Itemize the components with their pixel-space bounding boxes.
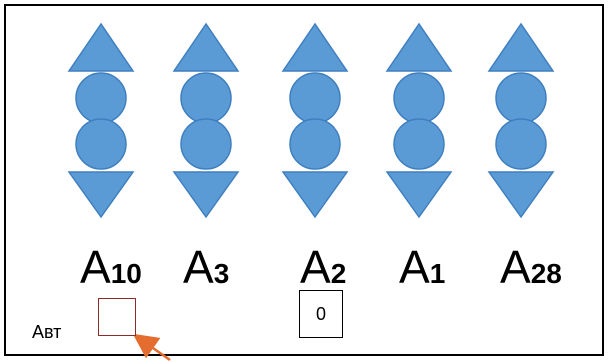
- label-col-4: A1: [399, 244, 445, 290]
- circle-icon: [75, 118, 127, 170]
- label-letter: A: [500, 241, 531, 293]
- circle-icon: [180, 72, 232, 124]
- avt-label: Авт: [32, 322, 62, 342]
- circle-icon: [495, 72, 547, 124]
- triangle-down-icon: [281, 171, 349, 219]
- triangle-down-icon: [67, 171, 135, 219]
- triangle-up-icon: [67, 22, 135, 72]
- shape-stack-3: [281, 22, 349, 219]
- triangle-down-icon: [172, 171, 240, 219]
- label-subscript: 1: [429, 258, 446, 289]
- label-letter: A: [183, 241, 214, 293]
- circle-icon: [289, 72, 341, 124]
- label-col-2: A3: [183, 244, 229, 290]
- pointer-arrow-icon: [132, 333, 171, 362]
- zero-value-box: 0: [299, 290, 343, 338]
- label-col-5: A28: [500, 244, 562, 290]
- label-subscript: 10: [110, 258, 142, 289]
- triangle-up-icon: [281, 22, 349, 72]
- shape-stack-1: [67, 22, 135, 219]
- label-letter: A: [80, 241, 111, 293]
- circle-icon: [289, 118, 341, 170]
- label-col-3: A2: [300, 244, 346, 290]
- label-letter: A: [399, 241, 430, 293]
- shape-stack-2: [172, 22, 240, 219]
- label-subscript: 3: [213, 258, 230, 289]
- shape-stack-5: [487, 22, 555, 219]
- circle-icon: [75, 72, 127, 124]
- label-subscript: 28: [530, 258, 562, 289]
- label-col-1: A10: [80, 244, 142, 290]
- triangle-down-icon: [487, 171, 555, 219]
- label-subscript: 2: [330, 258, 347, 289]
- shape-stack-4: [385, 22, 453, 219]
- triangle-down-icon: [385, 171, 453, 219]
- triangle-up-icon: [385, 22, 453, 72]
- label-letter: A: [300, 241, 331, 293]
- circle-icon: [393, 72, 445, 124]
- triangle-up-icon: [487, 22, 555, 72]
- circle-icon: [495, 118, 547, 170]
- empty-answer-box[interactable]: [98, 298, 136, 336]
- circle-icon: [393, 118, 445, 170]
- circle-icon: [180, 118, 232, 170]
- triangle-up-icon: [172, 22, 240, 72]
